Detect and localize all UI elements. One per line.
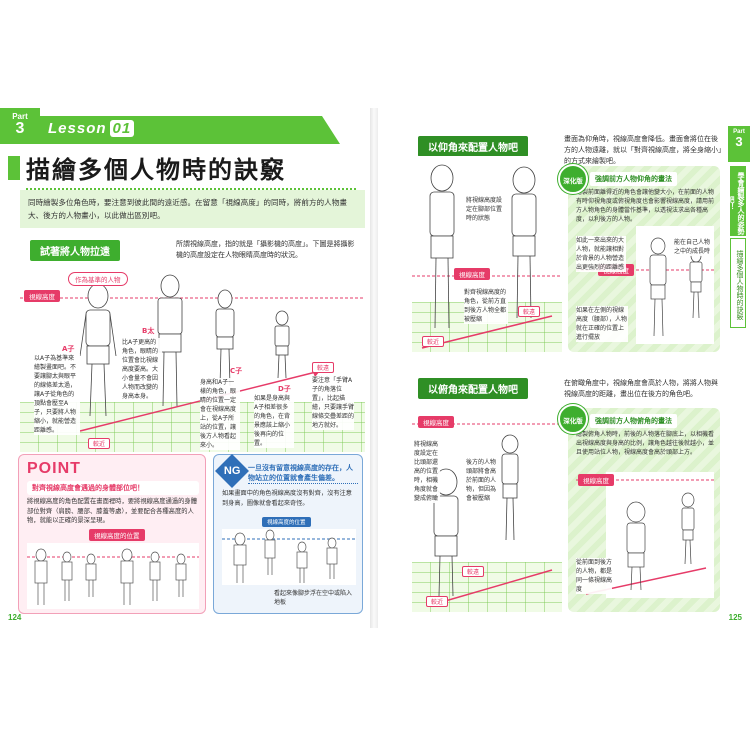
panel2-figures-illustration [576, 472, 714, 598]
point-body: 將視線高度的角色配置在畫面裡時，要將視線高度通過的身體部位對齊（肩膀、腰部、膝蓋… [27, 498, 198, 524]
side-tab-label: Part [733, 129, 745, 135]
ng-badge-label: NG [223, 465, 241, 477]
distance-scene: 作為基準的人物 視線高度 較遠 較近 A子 B太 C子 D子 以A子為基準來繪製… [20, 266, 365, 452]
deep-dive-panel-high-angle: 強調前方人物俯角的畫法 繪製俯角人物時，前後的人物落在腳底上，以相機看出視線高度… [568, 408, 720, 612]
note-b: 比A子更高的角色，眼睛的位置會比視線高度要高。大小會量不會因人物而改變的身高本身… [122, 338, 162, 401]
side-part-tab: Part 3 [728, 126, 750, 162]
point-subtitle: 對齊視線高度會遇過的身體部位吧！ [27, 481, 199, 495]
note-d: 如果是身高與A子相差很多的角色，在背景應該上縮小後再向的位置。 [254, 394, 294, 448]
section-label-high-angle: 以俯角來配置人物吧 [418, 378, 528, 399]
section-label-low-angle: 以仰角來配置人物吧 [418, 136, 528, 157]
ng-badge: NG [215, 454, 249, 488]
high-angle-near-tag: 較近 [426, 596, 449, 607]
deep-dive-badge-2: 深化版 [558, 404, 588, 434]
ng-box: NG 一旦沒有留意視線高度的存在，人物站立的位置就會產生偏差。 如果畫面中的角色… [213, 454, 363, 614]
section-label-distance: 試著將人物拉遠 [30, 240, 120, 261]
ng-body: 如果畫面中的角色視線高度沒有對齊，沒有注意到身高，圖像就會看起來奇怪。 [222, 490, 352, 507]
note-a: 以A子為基準來繪製畫面吧。不要讓腳太與眼平的線條差太過，讓A子從角色的頂點會壓至… [34, 354, 80, 435]
eye-level-tag: 視線高度 [24, 290, 60, 302]
right-page: Part 3 學會繪製多人的姿勢吧！ 描繪多個人物時的訣竅 以仰角來配置人物吧 … [378, 108, 750, 628]
ng-title: 一旦沒有留意視線高度的存在，人物站立的位置就會產生偏差。 [248, 463, 358, 484]
standard-figure-tag: 作為基準的人物 [68, 272, 128, 286]
high-angle-scene: 視線高度 將視線高度設定在比頭部還高的位置時，相機角度就會變成俯瞰 後方的人物頭… [412, 400, 562, 612]
point-eye-level-tag: 視線高度的位置 [89, 529, 145, 541]
section-body-high-angle: 在俯瞰角度中，視線角度會高於人物，將將人物與視線高度的距離，畫出位在後方的角色吧… [564, 379, 718, 398]
panel1-note-3: 如果在左側的視線高度（腰部），人物就在正確的位置上進行擺放 [576, 306, 628, 342]
lesson-bar [40, 116, 340, 144]
page-title: 描繪多個人物時的訣竅 [26, 150, 356, 190]
high-angle-figures-illustration [412, 423, 562, 607]
far-tag: 較遠 [312, 362, 335, 373]
figure-label-d: D子 [278, 385, 291, 393]
book-gutter [370, 108, 380, 628]
side-strip-chapter: 學會繪製多人的姿勢吧！ [727, 166, 746, 236]
deep-dive-badge-1: 深化版 [558, 164, 588, 194]
page-number-right: 125 [728, 613, 742, 622]
low-angle-near-tag: 較近 [422, 336, 445, 347]
part-badge: Part 3 [0, 108, 40, 144]
title-decoration [8, 156, 20, 180]
intro-text: 同時繪製多位角色時，要注意到彼此間的遠近感。在留意「視線高度」的同時，將前方的人… [20, 190, 365, 228]
part-number: 3 [15, 120, 25, 137]
panel1-note-2: 能在自己人物之中的成長時 [674, 238, 711, 256]
ng-caption: 看起來像腳步浮在空中或陷入地板 [274, 590, 353, 606]
figure-label-b: B太 [142, 327, 155, 335]
low-angle-figures-illustration [412, 164, 562, 349]
ng-figures-illustration [222, 529, 356, 585]
distance-figures-illustration [20, 274, 365, 432]
panel1-heading: 強調前方人物仰角的畫法 [590, 172, 677, 186]
figure-label-c: C子 [230, 367, 243, 375]
panel2-heading: 強調前方人物俯角的畫法 [590, 414, 677, 428]
point-box: POINT 對齊視線高度會遇過的身體部位吧！ 將視線高度的角色配置在畫面裡時，要… [18, 454, 206, 614]
note-c: 身高和A子一樣的角色，眼睛的位置一定會在視線高度上，從A子所站的位置，讓後方人物… [200, 378, 240, 450]
low-angle-note: 將視線高度設定在腳部位置時的狀態 [466, 196, 506, 223]
note-e: 要注意「手臂A子的角落位置」，比起描繪，只要讓手臂線條交疊差距的地方就好。 [312, 376, 355, 430]
side-strip-lesson: 描繪多個人物時的訣竅 [730, 238, 746, 328]
deep-dive-panel-low-angle: 強調前方人物仰角的畫法 繪製前面離得近的角色會讓他變大小，在前面的人物有時仰視角… [568, 166, 720, 352]
low-angle-scene: 視線高度 將視線高度設定在腳部位置時的狀態 對齊視線高度的角色，從前方直到後方人… [412, 156, 562, 352]
ng-eye-level-tag: 視線高度的位置 [262, 517, 311, 527]
low-angle-note-2: 對齊視線高度的角色，從前方直到後方人物全都被壓縮 [464, 288, 508, 324]
panel2-eye-level-tag: 視線高度 [578, 474, 614, 486]
panel2-body: 繪製俯角人物時，前後的人物落在腳底上，以相機看出視線高度與身高的比例，讓角色越往… [576, 431, 715, 456]
near-tag: 較近 [88, 438, 111, 449]
part-label: Part [12, 112, 28, 121]
low-angle-far-tag: 較遠 [518, 306, 541, 317]
point-figures-illustration [27, 543, 199, 609]
section-body-distance: 所謂視線高度，指的就是「攝影機的高度」。下圖是將攝影機的高度設定在人物眼睛高度時… [176, 240, 355, 259]
panel1-body: 繪製前面離得近的角色會讓他變大小，在前面的人物有時仰視角度或俯視角度也會影響視線… [576, 189, 715, 223]
lesson-label: Lesson [48, 120, 107, 137]
high-angle-note-1: 將視線高度設定在比頭部還高的位置時，相機角度就會變成俯瞰 [414, 440, 440, 503]
high-angle-note-2: 後方的人物頭部將會高於前面的人物，但因為會被壓縮 [466, 458, 500, 503]
panel1-note-1: 如此一來出來的大人物，就能讓相對於背景的人物營造出更強烈的距離感 [576, 236, 626, 272]
section-body-low-angle: 畫面為仰角時，視線高度會降低。畫面會將位在後方的人物遠離，就以「對齊視線高度，將… [564, 135, 722, 165]
high-angle-far-tag: 較遠 [462, 566, 485, 577]
side-tab-number: 3 [735, 134, 743, 149]
figure-label-a: A子 [62, 345, 75, 353]
high-angle-eye-level-tag: 視線高度 [418, 416, 454, 428]
point-heading: POINT [27, 460, 81, 477]
lesson-number: 01 [109, 120, 135, 137]
page-number-left: 124 [8, 613, 22, 622]
panel2-note: 從前面到後方的人物，都是同一條視線高度 [576, 558, 613, 594]
low-angle-eye-level-tag: 視線高度 [454, 268, 490, 280]
